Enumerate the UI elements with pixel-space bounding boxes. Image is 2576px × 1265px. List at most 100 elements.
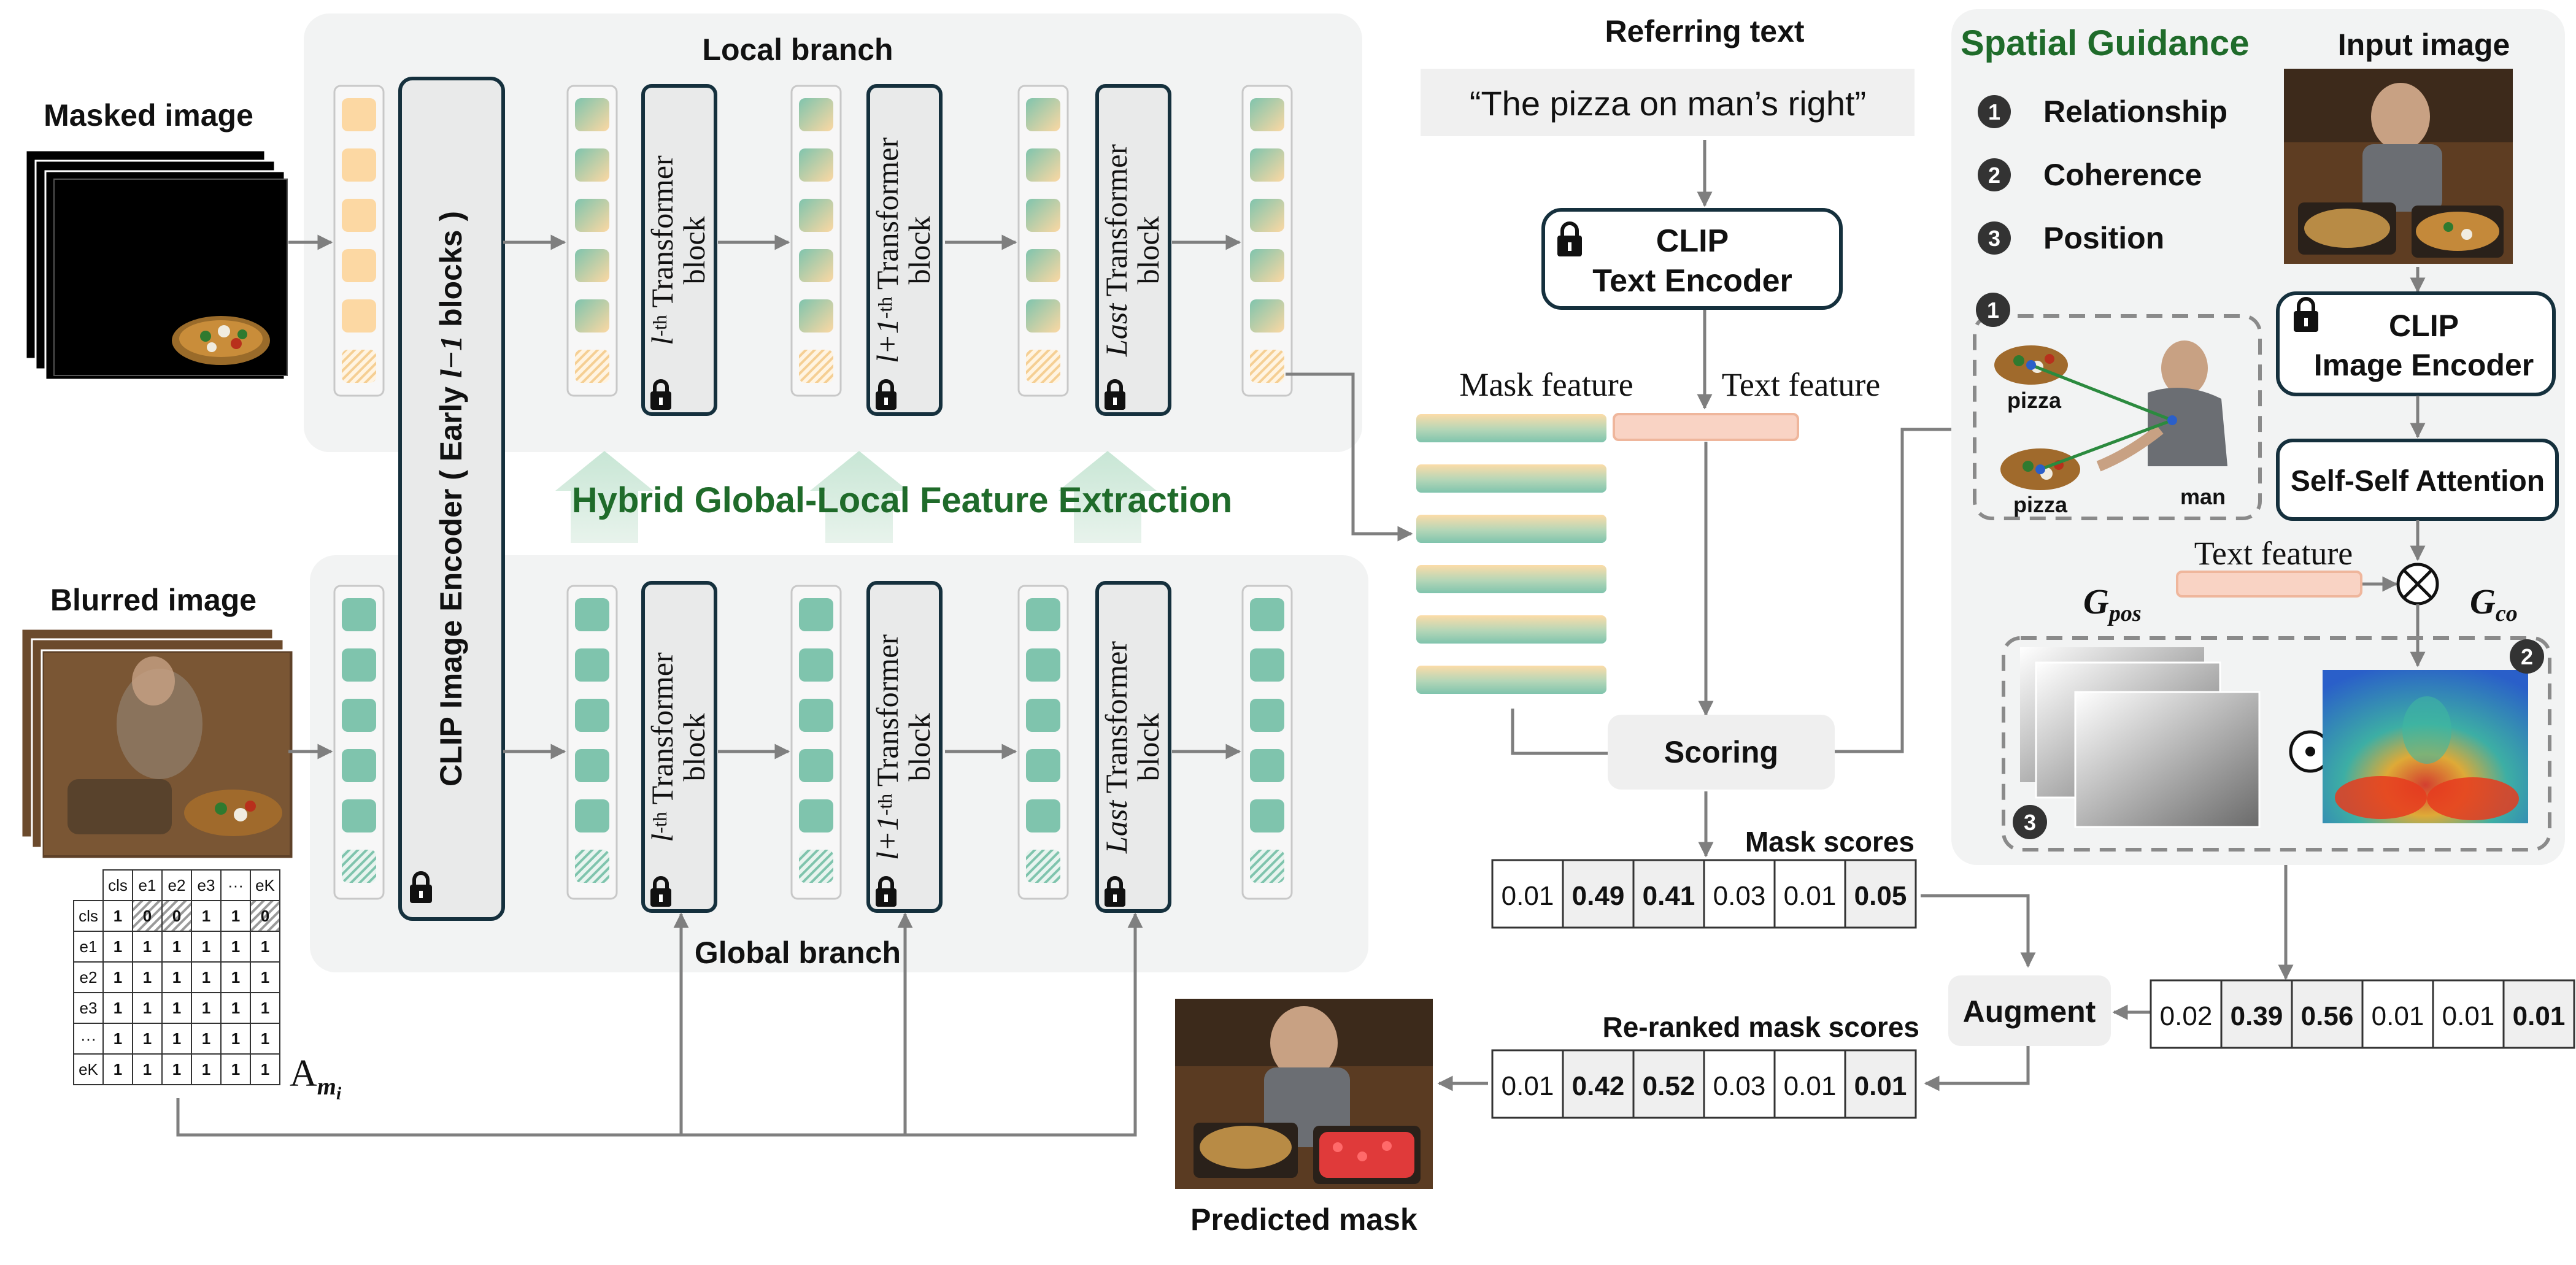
masked-pizza-crop [172, 316, 270, 365]
local-branch-label: Local branch [702, 33, 893, 67]
score-value: 0.01 [1502, 881, 1554, 911]
score-cell: 0.03 [1703, 859, 1776, 929]
scoring-label: Scoring [1664, 735, 1778, 769]
svg-text:1: 1 [143, 1029, 152, 1048]
token [1250, 799, 1284, 832]
ssa-label: Self-Self Attention [2291, 465, 2545, 498]
token [1026, 148, 1060, 182]
token [342, 249, 376, 282]
score-cell: 0.03 [1703, 1049, 1776, 1119]
clip-image-encoder: CLIP Image Encoder [2276, 291, 2556, 396]
text-encoder-line2: Text Encoder [1592, 263, 1792, 299]
svg-text:e3: e3 [80, 999, 98, 1017]
score-cell: 0.56 [2291, 979, 2364, 1049]
score-cell: 0.01 [1844, 1049, 1917, 1119]
global-token-col [790, 585, 842, 900]
svg-text:cls: cls [108, 876, 128, 894]
referring-text: “The pizza on man’s right” [1470, 84, 1866, 123]
svg-text:1: 1 [143, 937, 152, 956]
svg-text:1: 1 [202, 999, 210, 1017]
mask-feature-bar [1416, 615, 1606, 644]
badge-1-icon: 1 [1976, 293, 2010, 327]
global-token-col [566, 585, 618, 900]
score-value: 0.01 [1784, 881, 1837, 911]
masked-image-label: Masked image [44, 98, 253, 133]
lock-icon [1105, 876, 1125, 907]
svg-text:3: 3 [2024, 810, 2036, 835]
score-value: 0.01 [1502, 1071, 1554, 1101]
score-cell: 0.01 [2361, 979, 2434, 1049]
gco-label: Gco [2470, 582, 2518, 626]
svg-text:1: 1 [114, 907, 122, 925]
svg-text:e2: e2 [168, 876, 186, 894]
svg-text:1: 1 [202, 937, 210, 956]
score-value: 0.39 [2231, 1001, 2283, 1031]
mask-feature-bar [1416, 515, 1606, 543]
token [1026, 648, 1060, 682]
mask-feature-bar [1416, 464, 1606, 493]
svg-text:1: 1 [202, 968, 210, 986]
score-cell: 0.49 [1562, 859, 1635, 929]
guidance-maps-box [2002, 636, 2551, 852]
token [342, 98, 376, 131]
score-value: 0.41 [1643, 881, 1695, 911]
svg-text:1: 1 [261, 937, 269, 956]
token [799, 850, 833, 883]
token [1250, 699, 1284, 732]
clip-image-encoder-early: CLIP Image Encoder ( Early l−1 blocks ) [398, 77, 505, 921]
svg-text:e2: e2 [80, 968, 98, 986]
mask-feature-bar [1416, 565, 1606, 593]
token [799, 148, 833, 182]
masked-image-stack [25, 149, 288, 381]
token [1250, 648, 1284, 682]
score-value: 0.02 [2160, 1001, 2213, 1031]
token [1026, 699, 1060, 732]
augment-label: Augment [1963, 994, 2096, 1029]
clip-text-encoder: CLIP Text Encoder [1541, 208, 1843, 310]
score-cell: 0.42 [1562, 1049, 1635, 1119]
number-badge-icon [1978, 95, 2011, 128]
token [1026, 850, 1060, 883]
svg-text:e3: e3 [198, 876, 215, 894]
lock-icon [650, 379, 671, 410]
token [342, 199, 376, 232]
token [1026, 350, 1060, 383]
svg-text:1: 1 [114, 937, 122, 956]
token [342, 598, 376, 631]
svg-text:1: 1 [231, 1029, 240, 1048]
image-encoder-line1: CLIP [2389, 309, 2459, 343]
token [799, 699, 833, 732]
token [342, 799, 376, 832]
input-image [2284, 69, 2513, 264]
spatial-guidance-title: Spatial Guidance [1961, 23, 2250, 63]
token-columns [333, 85, 1293, 900]
encoder-early-label: CLIP Image Encoder ( Early l−1 blocks ) [434, 211, 468, 786]
token [1250, 749, 1284, 782]
token [575, 299, 609, 333]
svg-text:1: 1 [114, 1029, 122, 1048]
score-value: 0.56 [2301, 1001, 2354, 1031]
transformer-block-label-2: block [902, 216, 936, 284]
token [1026, 749, 1060, 782]
number-badge-icon [1978, 221, 2011, 255]
token [799, 648, 833, 682]
rel-label-man: man [2180, 484, 2226, 509]
token [575, 598, 609, 631]
token [575, 699, 609, 732]
input-image-label: Input image [2338, 28, 2510, 62]
svg-text:1: 1 [231, 1060, 240, 1079]
svg-text:eK: eK [79, 1060, 98, 1079]
score-cell: 0.01 [1773, 1049, 1846, 1119]
score-cell: 0.01 [1491, 859, 1564, 929]
token [799, 350, 833, 383]
svg-text:eK: eK [255, 876, 275, 894]
token [1026, 299, 1060, 333]
score-cell: 0.01 [1491, 1049, 1564, 1119]
score-cell: 0.39 [2220, 979, 2293, 1049]
